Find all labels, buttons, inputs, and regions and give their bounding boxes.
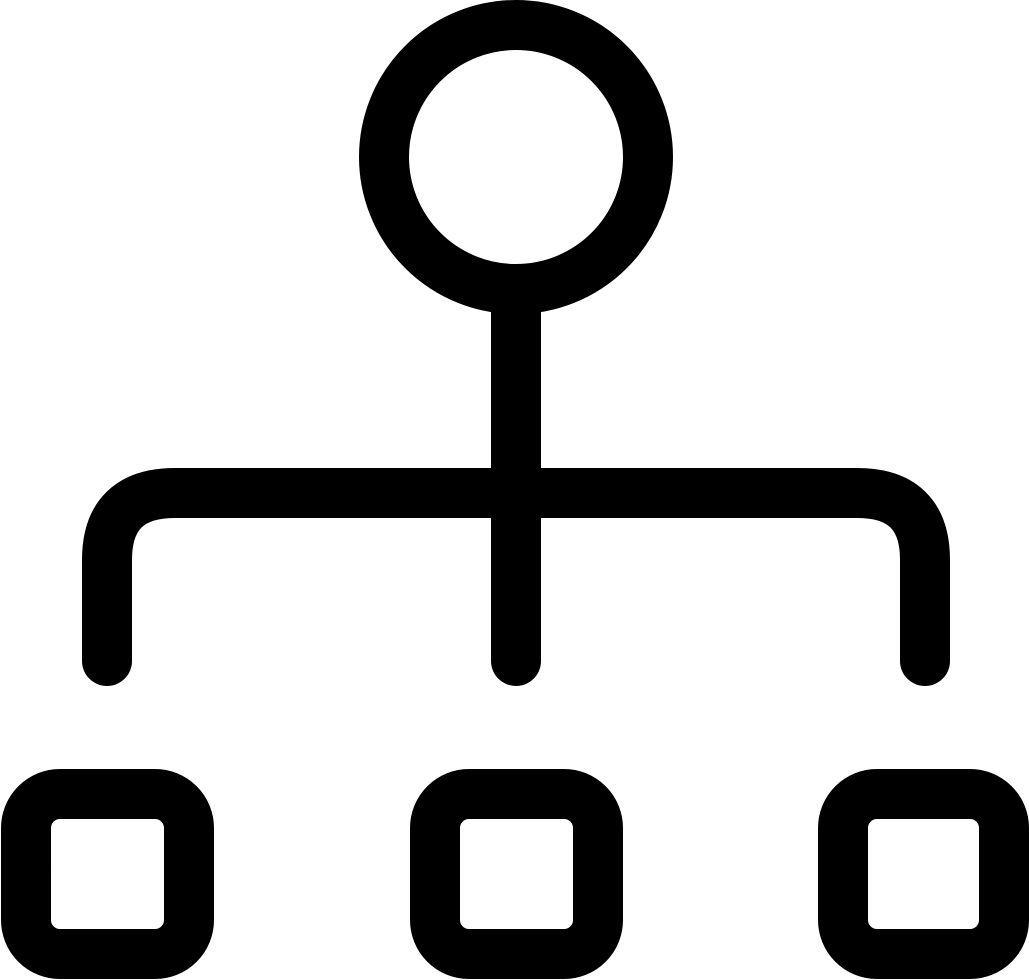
root-node-circle [359, 0, 673, 314]
child-node-left [1, 769, 214, 979]
child-node-right [818, 769, 1029, 979]
child-node-middle [410, 769, 623, 979]
